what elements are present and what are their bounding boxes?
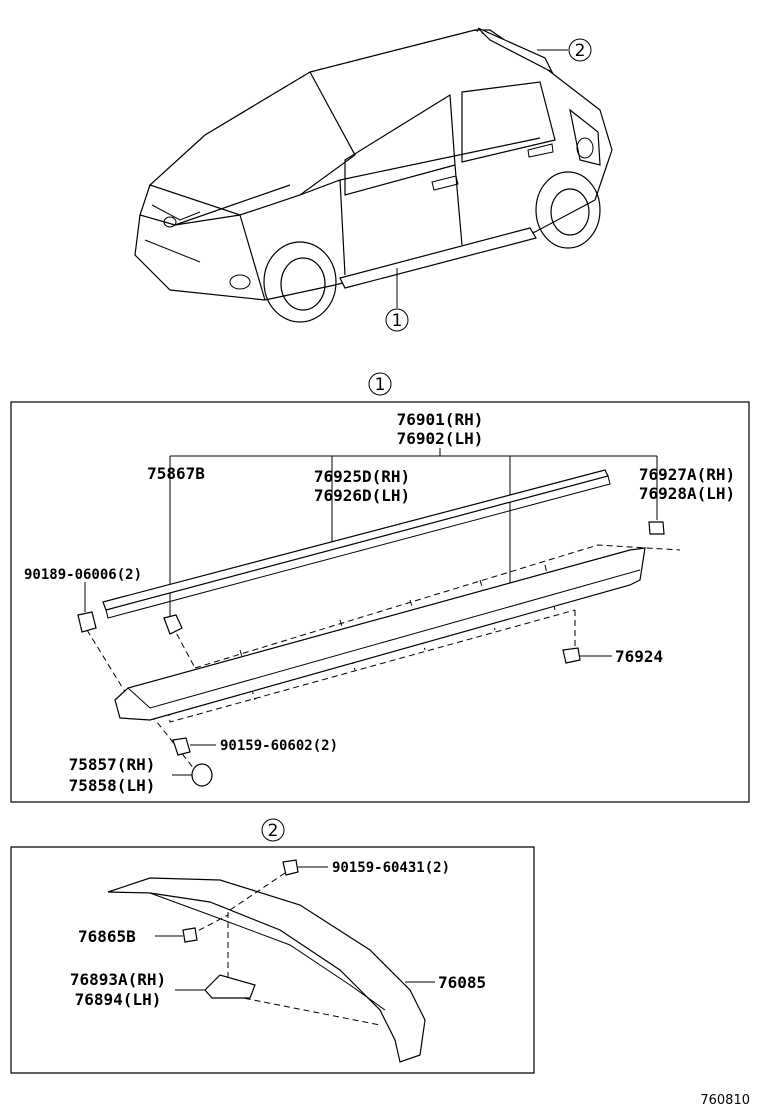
label-molding-lh: 76926D(LH): [314, 486, 410, 505]
label-end-rh: 76927A(RH): [639, 465, 735, 484]
screw-90189: [77, 611, 97, 633]
label-spoiler: 76085: [438, 973, 486, 992]
label-nut: 76924: [615, 647, 663, 666]
label-molding-rh: 76925D(RH): [314, 467, 410, 486]
label-end-lh: 76928A(LH): [639, 484, 735, 503]
label-bracket-rh: 76893A(RH): [70, 970, 166, 989]
section-2-callout: 2: [268, 821, 279, 841]
end-piece: [648, 521, 665, 535]
label-screw-s2: 90159-60431(2): [332, 860, 450, 876]
section-2-header: 2: [261, 818, 285, 842]
figure-number: 760810: [700, 1093, 750, 1108]
label-main-rh: 76901(RH): [397, 410, 484, 429]
car-callout-2-label: 2: [575, 41, 586, 61]
label-main-lh: 76902(LH): [397, 429, 484, 448]
car-illustration: [134, 27, 613, 323]
label-bracket-lh: 76894(LH): [75, 990, 162, 1009]
cap-75857: [191, 763, 213, 787]
car-callout-1-label: 1: [392, 311, 403, 331]
car-callout-1: 1: [385, 268, 409, 332]
section-2-parts: [107, 859, 435, 1063]
label-clip-top: 75867B: [147, 464, 205, 483]
label-screw-bottom: 90159-60602(2): [220, 738, 338, 754]
clip-75867b: [163, 614, 183, 635]
label-cap-rh: 75857(RH): [69, 755, 156, 774]
section-1-callout: 1: [375, 375, 386, 395]
rocker-panel: [114, 547, 646, 721]
section-2-frame: [10, 846, 535, 1074]
screw-90159-60602: [172, 737, 191, 756]
car-callout-2: 2: [537, 38, 592, 62]
section-1-frame: [10, 401, 750, 803]
section-1-header: 1: [368, 372, 392, 396]
nut-76924: [562, 647, 581, 664]
section-1-labels: 76901(RH) 76902(LH) 75867B 76925D(RH) 76…: [24, 410, 735, 795]
bracket-76893a: [204, 974, 256, 999]
label-clip-s2: 76865B: [78, 927, 136, 946]
clip-76865b: [182, 927, 198, 943]
label-screw-left: 90189-06006(2): [24, 567, 142, 583]
label-cap-lh: 75858(LH): [69, 776, 156, 795]
rear-spoiler: [107, 877, 426, 1063]
screw-90159-60431: [282, 859, 299, 876]
section-1-parts: [77, 448, 681, 787]
section-2-labels: 90159-60431(2) 76865B 76893A(RH) 76894(L…: [70, 860, 486, 1009]
